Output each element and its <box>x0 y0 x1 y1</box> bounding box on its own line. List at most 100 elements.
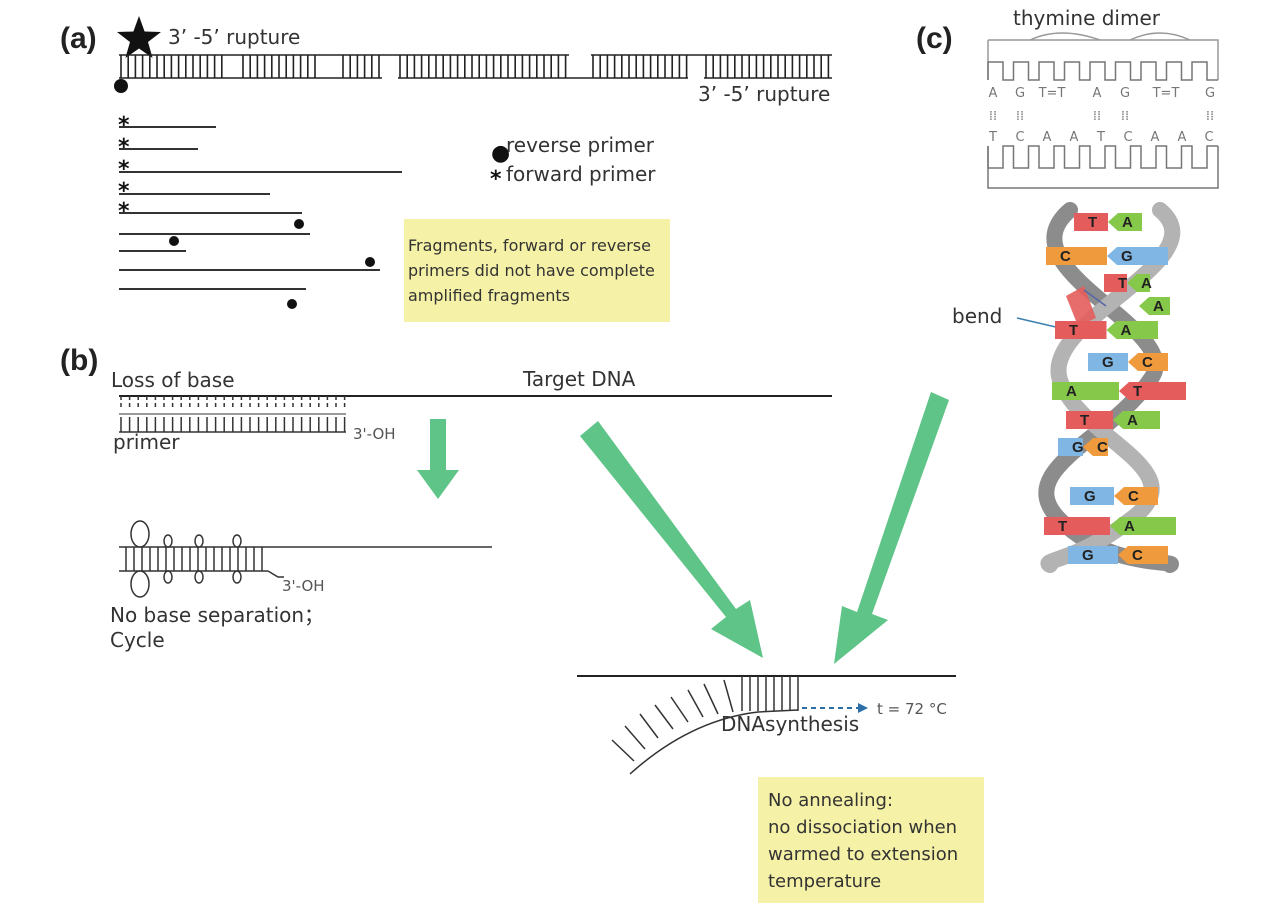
helix-base-left <box>1058 438 1083 456</box>
top-base-letter: T=T <box>1152 86 1180 101</box>
helix-base-right <box>1113 411 1160 429</box>
hydrogen-bond-mark: ⁞⁞ <box>1206 109 1214 124</box>
bottom-base-letter: A <box>1043 130 1052 145</box>
temperature-label: t = 72 °C <box>877 700 947 718</box>
helix-base-letter: T <box>1088 214 1097 231</box>
oh-label-1: 3'-OH <box>353 425 396 443</box>
helix-base-left <box>1068 546 1118 564</box>
dimer-arc <box>1029 32 1101 41</box>
dimer-bottom-teeth <box>987 145 1218 169</box>
synthesis-tick <box>723 679 734 713</box>
dimer-bottom-frame <box>987 146 1219 189</box>
synthesis-tick <box>654 704 674 730</box>
bulge-loop <box>232 534 242 548</box>
helix-base-right <box>1110 517 1176 535</box>
synthesis-tick <box>639 713 659 739</box>
helix-base-left <box>1074 213 1108 231</box>
helix-base-letter: A <box>1141 275 1152 292</box>
bulge-loop <box>232 570 242 584</box>
note-incomplete-fragments: Fragments, forward or reverse primers di… <box>404 219 670 322</box>
note-a-line-3: amplified fragments <box>408 286 570 305</box>
top-base-letter: G <box>1015 86 1025 101</box>
green-arrow-diagonal-right <box>834 392 949 664</box>
bulge-loop <box>194 570 204 584</box>
thymine-dimer-label: thymine dimer <box>1013 6 1161 30</box>
helix-base-letter: T <box>1058 518 1067 535</box>
hydrogen-bond-mark: ⁞⁞ <box>989 109 997 124</box>
top-base-letter: T=T <box>1038 86 1066 101</box>
synthesis-tick <box>624 725 646 750</box>
bottom-base-letter: A <box>1151 130 1160 145</box>
rupture-label-top: 3’ -5’ rupture <box>168 25 300 49</box>
note-a-line-1: Fragments, forward or reverse <box>408 236 651 255</box>
bend-label: bend <box>952 304 1002 328</box>
helix-base-right <box>1114 487 1158 505</box>
bulge-loop <box>130 570 150 598</box>
helix-base-letter: G <box>1084 488 1096 505</box>
hairpin-loop-structure <box>119 520 492 598</box>
cycle-label: Cycle <box>110 628 165 652</box>
helix-base-letter: G <box>1072 439 1084 456</box>
helix-base-letter: C <box>1142 354 1153 371</box>
top-base-letter: G <box>1205 86 1215 101</box>
bottom-base-letter: C <box>1123 130 1132 145</box>
bottom-base-letter: A <box>1070 130 1079 145</box>
helix-base-letter: A <box>1066 383 1077 400</box>
panel-label-b: (b) <box>60 344 98 377</box>
note-b-line-3: warmed to extension <box>768 844 959 865</box>
helix-base-letter: C <box>1060 248 1071 265</box>
helix-base-letter: C <box>1128 488 1139 505</box>
forward-primer-asterisk: * <box>118 199 130 224</box>
synthesis-tick <box>687 689 704 718</box>
helix-base-right <box>1128 353 1168 371</box>
new-strand-curve <box>629 709 799 775</box>
primer-label: primer <box>113 430 180 454</box>
top-base-letter: A <box>989 86 998 101</box>
helix-base-left <box>1088 353 1128 371</box>
reverse-primer-dot-top <box>114 79 128 93</box>
synthesis-tick <box>670 696 689 723</box>
helix-base-right <box>1127 274 1150 292</box>
bulge-loop <box>194 534 204 548</box>
dimer-kink <box>1066 286 1096 326</box>
panel-label-a: (a) <box>60 22 97 55</box>
helix-base-letter: C <box>1132 547 1143 564</box>
helix-base-letter: G <box>1082 547 1094 564</box>
green-arrow-diagonal-left <box>580 421 763 658</box>
helix-base-letter: A <box>1127 412 1138 429</box>
helix-base-right <box>1106 321 1158 339</box>
helix-base-letter: G <box>1102 354 1114 371</box>
helix-base-letter: A <box>1122 214 1133 231</box>
dimer-bond <box>1083 289 1107 307</box>
forward-primer-asterisk: * <box>118 157 130 182</box>
helix-base-right <box>1107 247 1168 265</box>
note-b-line-1: No annealing: <box>768 790 894 811</box>
note-no-annealing: No annealing: no dissociation when warme… <box>758 777 984 903</box>
helix-base-left <box>1066 411 1113 429</box>
legend-forward-asterisk: * <box>490 167 502 192</box>
synthesis-curve <box>611 676 799 775</box>
helix-base-letter: C <box>1097 439 1108 456</box>
bulge-loop <box>163 534 173 548</box>
primer-strand <box>119 396 346 433</box>
hydrogen-bond-mark: ⁞⁞ <box>1016 109 1024 124</box>
reverse-primer-dot <box>169 236 179 246</box>
dna-synthesis-label: DNAsynthesis <box>721 712 859 736</box>
helix-base-right <box>1108 213 1142 231</box>
helix-base-left <box>1055 321 1107 339</box>
helix-base-left <box>1044 517 1110 535</box>
helix-base-letter: T <box>1133 383 1142 400</box>
bend-pointer <box>1016 317 1061 329</box>
reverse-primer-dot <box>287 299 297 309</box>
note-b-line-2: no dissociation when <box>768 817 958 838</box>
extension-arrow-head <box>858 703 868 713</box>
synthesis-tick <box>611 739 635 762</box>
reverse-primer-dot <box>365 257 375 267</box>
helix-base-letter: A <box>1153 298 1164 315</box>
bottom-base-letter: C <box>1015 130 1024 145</box>
dimer-arc <box>1129 32 1191 41</box>
oh-label-2: 3'-OH <box>282 577 325 595</box>
